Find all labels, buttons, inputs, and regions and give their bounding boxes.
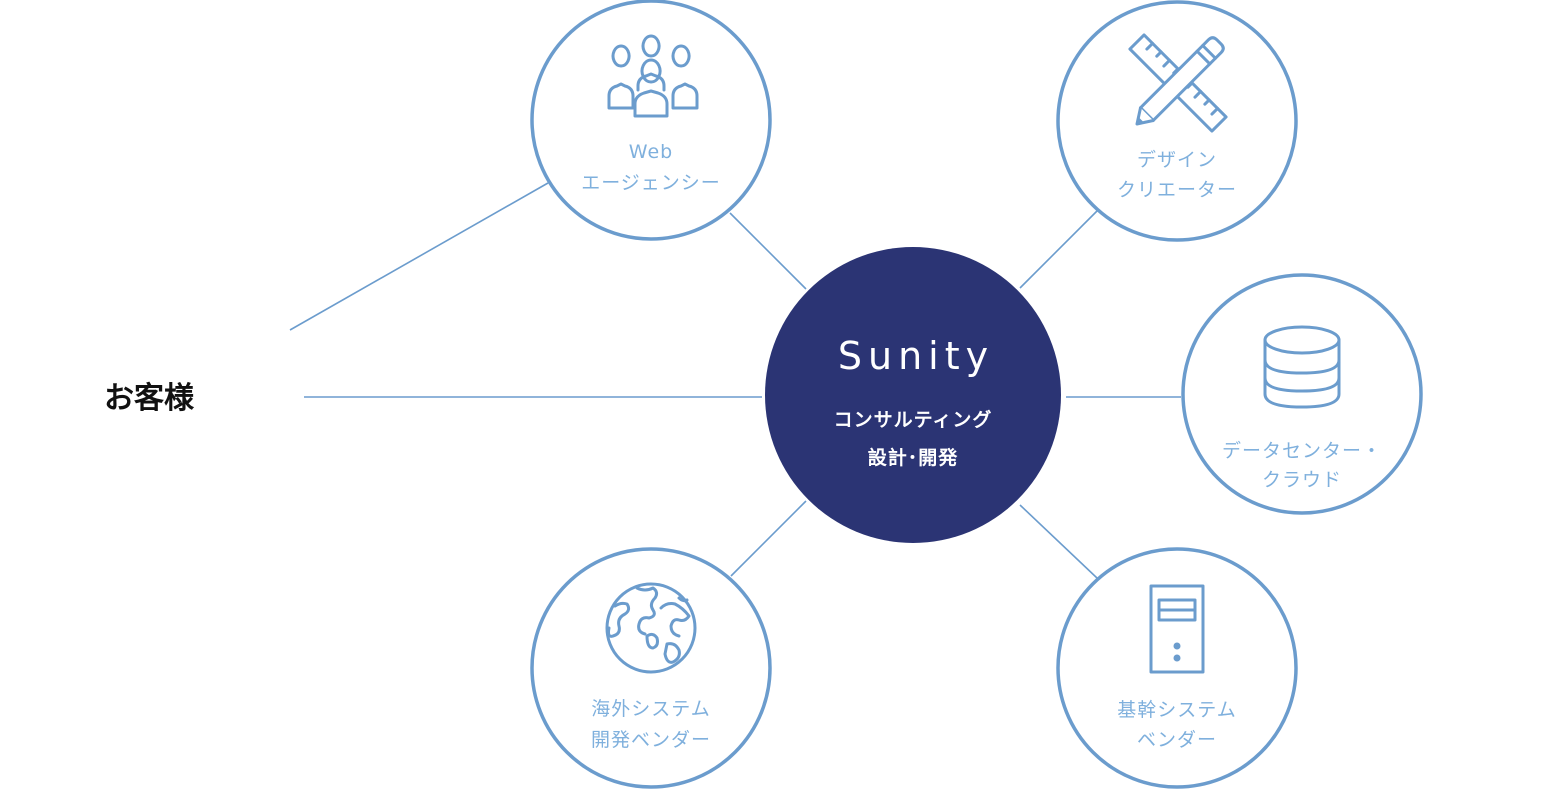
node-datacenter-cloud-line-1: データセンター・ — [1222, 440, 1382, 462]
people-group-icon — [607, 34, 699, 118]
connector-core-vendor — [1019, 504, 1098, 579]
node-core-system-vendor: 基幹システム ベンダー — [1056, 547, 1298, 789]
hub-node: Sunity コンサルティング 設計･開発 — [765, 247, 1061, 543]
node-overseas-vendor-line-1: 海外システム — [591, 698, 710, 720]
node-design-creator-ring — [1056, 0, 1298, 242]
connector-design-creator — [1019, 210, 1098, 289]
node-web-agency-line-2: エージェンシー — [581, 172, 721, 194]
node-overseas-vendor-line-2: 開発ベンダー — [591, 729, 711, 751]
node-datacenter-cloud-line-2: クラウド — [1262, 469, 1342, 491]
node-overseas-vendor-ring — [530, 547, 772, 789]
node-core-system-vendor-line-1: 基幹システム — [1117, 699, 1236, 721]
node-core-system-vendor-ring — [1056, 547, 1298, 789]
connector-customer-upper — [289, 182, 549, 331]
connector-overseas-vendor — [730, 500, 807, 577]
node-design-creator-line-1: デザイン — [1137, 149, 1217, 171]
node-web-agency: Web エージェンシー — [530, 0, 772, 241]
node-design-creator-line-2: クリエーター — [1117, 179, 1237, 201]
database-icon — [1263, 325, 1341, 409]
hub-title: Sunity — [838, 334, 994, 378]
server-tower-icon — [1149, 584, 1205, 674]
node-web-agency-line-1: Web — [629, 141, 673, 163]
node-design-creator: デザイン クリエーター — [1056, 0, 1298, 242]
customer-label: お客様 — [104, 381, 195, 416]
globe-icon — [605, 582, 697, 674]
node-web-agency-ring — [530, 0, 772, 241]
node-overseas-vendor: 海外システム 開発ベンダー — [530, 547, 772, 789]
hub-line-1: コンサルティング — [834, 408, 993, 431]
node-datacenter-cloud: データセンター・ クラウド — [1181, 273, 1423, 515]
connector-web-agency — [729, 212, 807, 290]
node-datacenter-cloud-ring — [1181, 273, 1423, 515]
node-core-system-vendor-line-2: ベンダー — [1137, 729, 1217, 751]
pencil-ruler-icon — [1128, 33, 1228, 133]
hub-circle — [765, 247, 1061, 543]
hub-line-2: 設計･開発 — [868, 446, 959, 469]
connector-lines — [289, 182, 1181, 579]
